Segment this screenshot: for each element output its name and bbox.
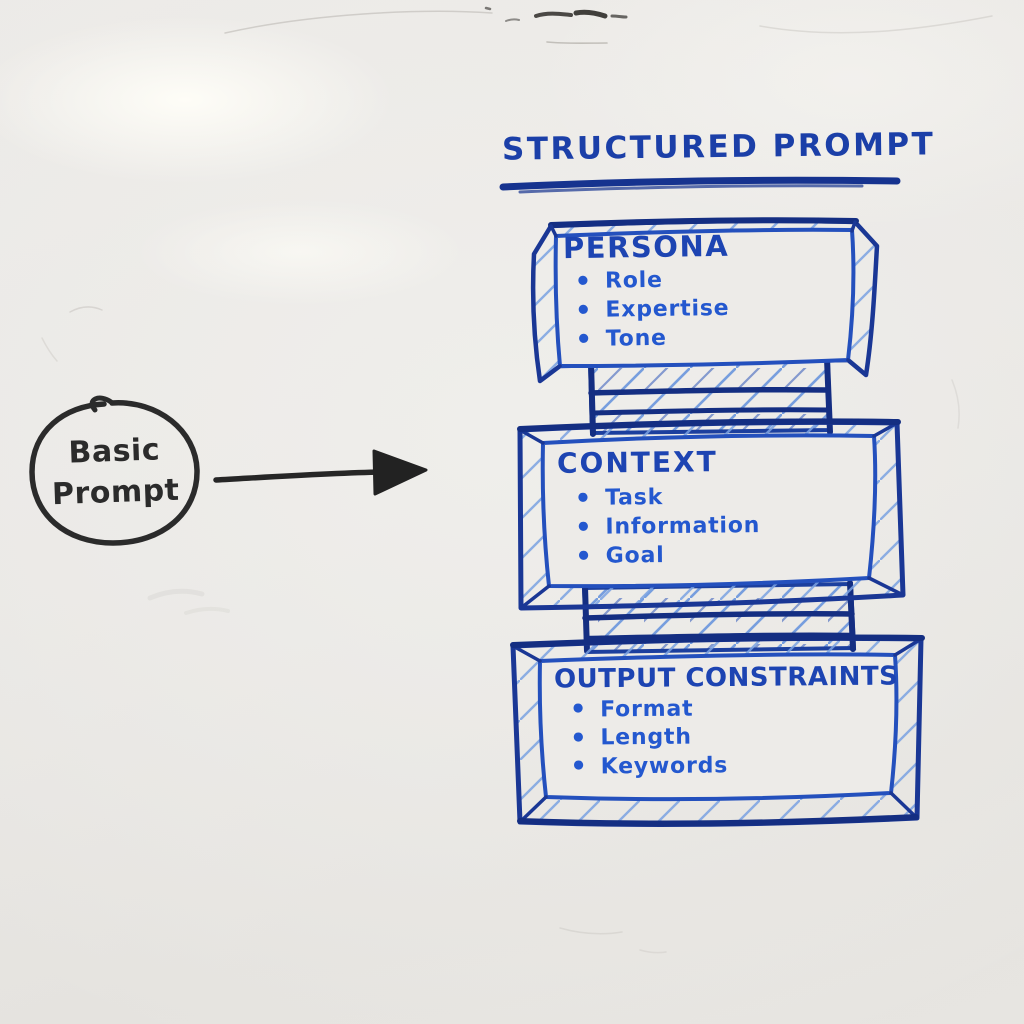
context-box-frame <box>517 418 906 611</box>
diagram-title: STRUCTURED PROMPT <box>501 126 936 168</box>
connector-band-1 <box>587 356 833 437</box>
bullet-label: Goal <box>605 543 665 569</box>
bullet-dot: • <box>569 694 588 725</box>
bullet-item: • Format <box>569 694 728 725</box>
bullet-label: Role <box>604 267 663 294</box>
bullet-label: Expertise <box>605 295 730 323</box>
bullet-label: Length <box>600 724 692 751</box>
smudge-mark <box>484 6 628 45</box>
output-box-title: OUTPUT CONSTRAINTS <box>553 661 899 695</box>
persona-item-list: • Role • Expertise • Tone <box>574 265 730 354</box>
bullet-dot: • <box>574 295 593 326</box>
bullet-label: Keywords <box>600 753 729 780</box>
bullet-item: • Expertise <box>575 294 730 325</box>
basic-prompt-circle <box>29 395 200 546</box>
bullet-item: • Task <box>575 482 761 513</box>
context-box-title: CONTEXT <box>556 445 718 480</box>
bullet-dot: • <box>575 541 593 572</box>
bullet-dot: • <box>574 512 593 543</box>
output-item-list: • Format • Length • Keywords <box>569 694 729 782</box>
bullet-dot: • <box>574 483 593 514</box>
basic-prompt-line2: Prompt <box>51 472 181 513</box>
bullet-label: Task <box>604 485 664 511</box>
bullet-dot: • <box>569 723 588 754</box>
bullet-item: • Role <box>574 265 729 296</box>
title-underline <box>499 176 901 194</box>
persona-box-frame <box>530 217 880 384</box>
context-item-list: • Task • Information • Goal <box>575 482 761 571</box>
bullet-dot: • <box>574 266 593 297</box>
scratch-lines <box>41 10 993 954</box>
bullet-item: • Information <box>575 511 761 542</box>
output-box-frame <box>510 634 925 828</box>
basic-prompt-label: Basic Prompt <box>33 428 198 516</box>
bullet-dot: • <box>575 324 594 355</box>
arrow-icon <box>213 449 428 496</box>
bullet-label: Tone <box>605 325 667 352</box>
bullet-item: • Tone <box>575 323 730 354</box>
bullet-item: • Keywords <box>570 751 729 782</box>
bullet-label: Format <box>600 696 694 723</box>
bullet-item: • Goal <box>575 540 761 571</box>
bullet-item: • Length <box>570 723 728 753</box>
basic-prompt-line1: Basic <box>67 432 161 471</box>
persona-box-title: PERSONA <box>562 228 730 266</box>
bullet-dot: • <box>570 751 588 782</box>
bullet-label: Information <box>605 513 761 540</box>
